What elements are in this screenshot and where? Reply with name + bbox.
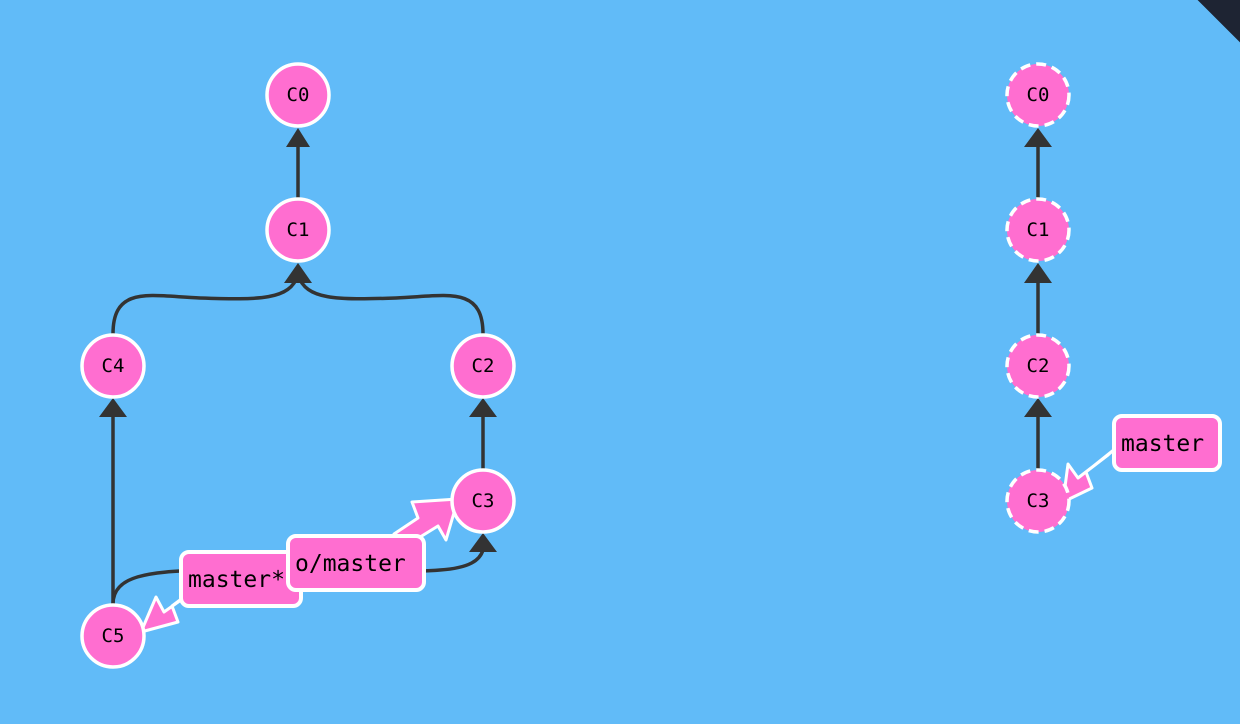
commit-node[interactable]: C2: [1005, 333, 1071, 399]
arrow-icon: [286, 128, 310, 147]
commit-label: C5: [102, 625, 125, 647]
arrow-icon: [99, 398, 127, 417]
arrow-icon: [469, 398, 497, 417]
branch-label-remote-master[interactable]: master: [1112, 414, 1222, 472]
local-edges: [99, 128, 497, 605]
commit-label: C0: [287, 84, 310, 106]
branch-name: master*: [188, 567, 285, 593]
edge-c4-c1: [111, 274, 300, 335]
arrow-icon: [1024, 263, 1052, 283]
local-branch-labels: master* o/master: [179, 534, 426, 608]
commit-label: C3: [1027, 490, 1050, 512]
arrow-icon: [1024, 398, 1052, 417]
commit-node[interactable]: C5: [80, 603, 146, 669]
commit-label: C1: [287, 219, 310, 241]
remote-commits: C0 C1 C2 C3: [1005, 62, 1071, 534]
commit-label: C0: [1027, 84, 1050, 106]
commit-label: C2: [472, 355, 495, 377]
arrow-icon: [284, 263, 312, 283]
branch-label-master[interactable]: master*: [179, 550, 303, 608]
commit-label: C2: [1027, 355, 1050, 377]
commit-node[interactable]: C0: [265, 62, 331, 128]
commit-node[interactable]: C0: [1005, 62, 1071, 128]
branch-label-o-master[interactable]: o/master: [286, 534, 426, 592]
commit-node[interactable]: C1: [265, 197, 331, 263]
remote-edges: [1024, 128, 1052, 470]
local-commits: C0 C1 C4 C2 C3 C5: [80, 62, 516, 669]
commit-label: C4: [102, 355, 125, 377]
branch-arrow-remote-master: [1061, 446, 1118, 504]
remote-branch-arrows: [1061, 446, 1118, 504]
commit-node[interactable]: C4: [80, 333, 146, 399]
branch-name: o/master: [295, 551, 406, 577]
commit-label: C3: [472, 490, 495, 512]
commit-node[interactable]: C1: [1005, 197, 1071, 263]
commit-node[interactable]: C2: [450, 333, 516, 399]
commit-node[interactable]: C3: [1005, 468, 1071, 534]
commit-node[interactable]: C3: [450, 468, 516, 534]
edge-c2-c1: [296, 274, 485, 335]
branch-name: master: [1121, 431, 1204, 457]
remote-branch-labels: master: [1112, 414, 1222, 472]
arrow-icon: [469, 533, 497, 552]
arrow-icon: [1024, 128, 1052, 147]
commit-label: C1: [1027, 219, 1050, 241]
